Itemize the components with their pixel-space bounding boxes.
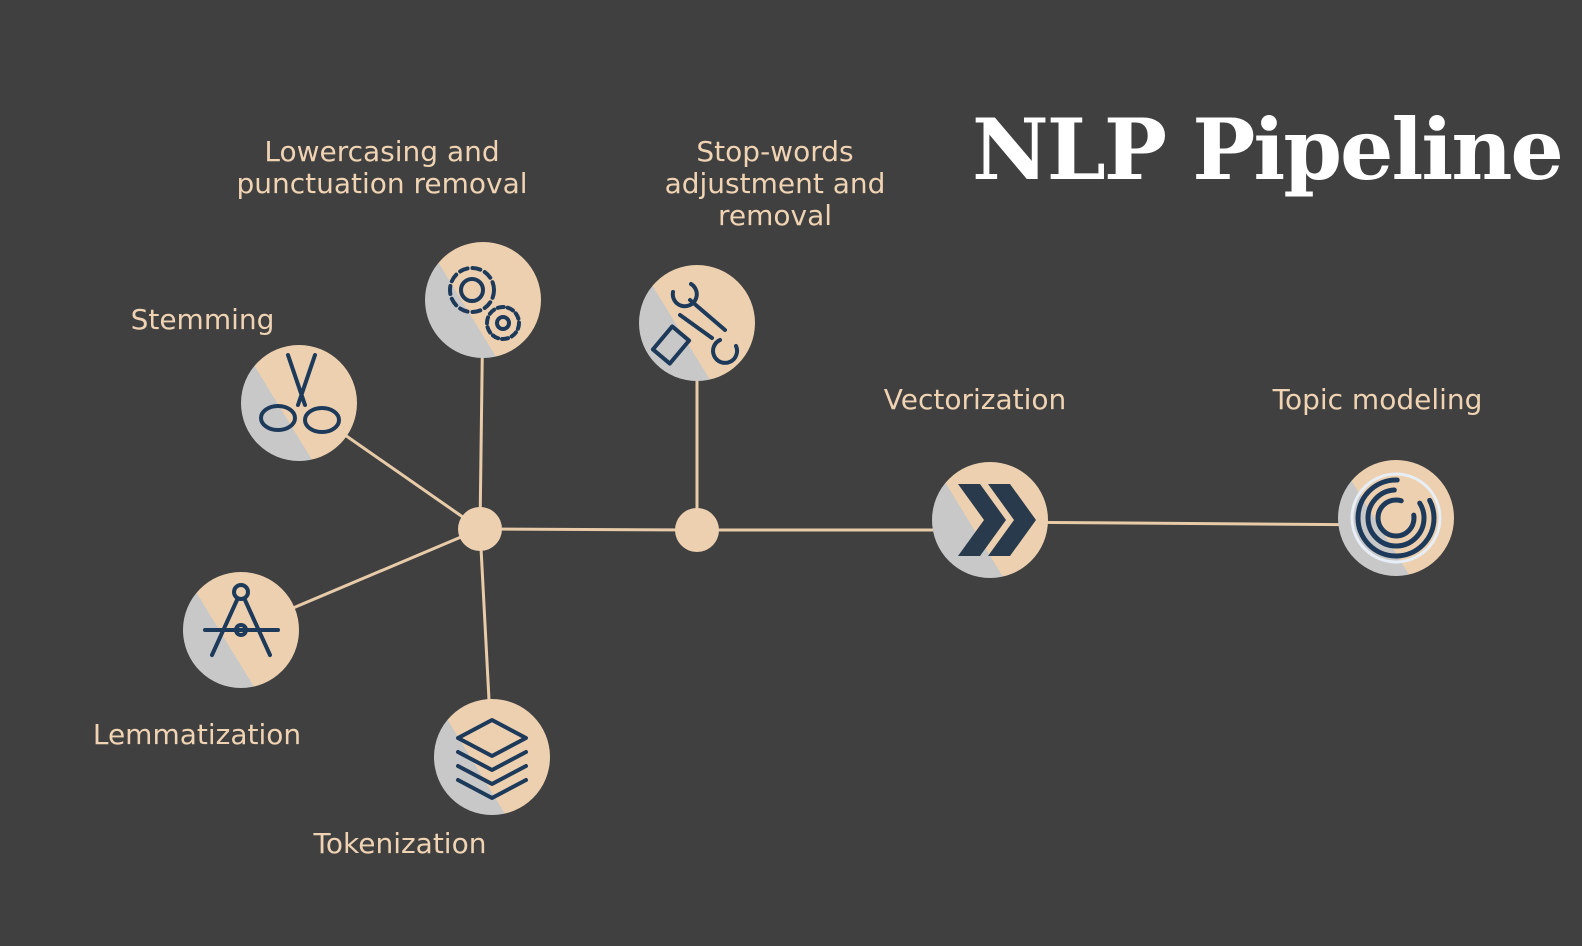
label-lemmatization: Lemmatization [92,718,302,751]
compass-icon [203,583,280,657]
hub-node [675,508,719,552]
concentric-rings-icon [1350,472,1442,564]
label-topic-modeling: Topic modeling [1272,383,1483,416]
chevrons-right-icon [958,484,1036,556]
label-tokenization: Tokenization [313,827,487,860]
node-lowercasing [425,242,541,358]
scissors-icon [259,353,341,434]
hub-node [458,507,502,551]
page-title: NLP Pipeline [972,100,1564,199]
node-stopwords [639,265,755,381]
layers-icon [456,718,528,800]
label-stopwords: Stop-words adjustment and removal [664,135,886,232]
gears-icon [448,266,521,341]
label-stemming: Stemming [130,303,275,336]
label-lowercasing: Lowercasing and punctuation removal [236,135,528,200]
label-vectorization: Vectorization [883,383,1067,416]
node-topic-modeling [1338,460,1454,576]
wrench-hand-icon [650,282,740,366]
connector-lines [240,299,1397,758]
